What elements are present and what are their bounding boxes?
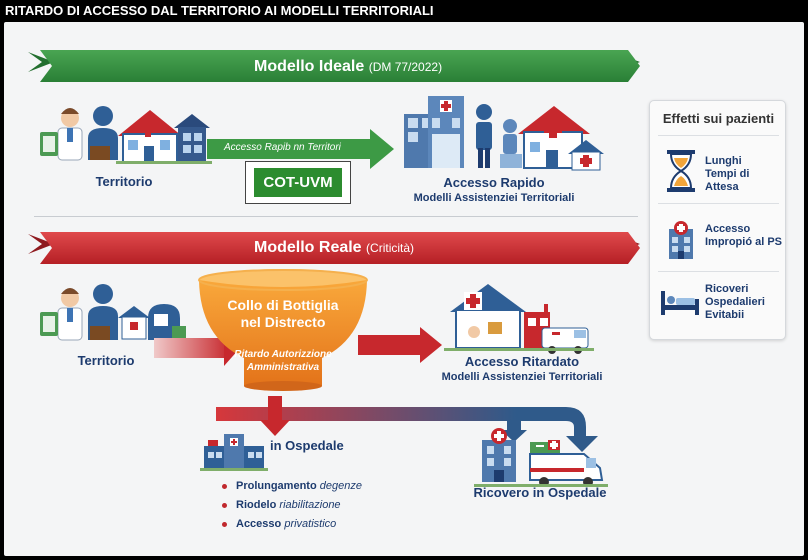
funnel-title-line1: Collo di Bottiglia xyxy=(227,297,339,313)
doctor-icon xyxy=(40,108,83,161)
real-dest-title: Accesso Ritardato xyxy=(464,354,580,369)
hospital-bed-icon xyxy=(661,291,699,315)
effect-line: Tempi di Attesa xyxy=(705,168,750,193)
small-hospital-icon xyxy=(200,434,268,471)
real-territorio-label: Territorio xyxy=(77,353,135,368)
patient-icon xyxy=(88,106,118,160)
ideal-dest-title: Accesso Rapido xyxy=(443,175,545,190)
in-ospedale-label: in Ospedale xyxy=(270,438,344,453)
infographic-artwork xyxy=(28,50,640,487)
effect-item-ps: Accesso Impropió al PS xyxy=(705,223,782,249)
ideal-banner-title: Modello Ideale (DM 77/2022) xyxy=(254,58,442,76)
funnel-subtitle-line1: Ritardo Autorizzione xyxy=(234,349,332,360)
funnel-subtitle-line2: Amministrativa xyxy=(246,362,320,373)
ideal-arrow-label: Accesso Rapib nn Territori xyxy=(224,142,341,153)
house-cross-icon xyxy=(518,106,604,171)
real-dest-subtitle: Modelli Assistenziei Territoriali xyxy=(441,371,603,383)
ideal-dest-subtitle: Modelli Assistenziei Territoriali xyxy=(413,192,575,204)
bullet-text: Accesso xyxy=(236,518,282,530)
effect-line: Evitabii xyxy=(705,309,745,321)
ideal-territorio-label: Territorio xyxy=(95,174,153,189)
house-ambulance-icon xyxy=(444,284,594,354)
page-title: RITARDO DI ACCESSO DAL TERRITORIO AI MOD… xyxy=(0,0,808,22)
patient-icon xyxy=(88,284,118,340)
list-item: Prolungamento degenze xyxy=(222,480,362,499)
funnel-subtitle: Ritardo Autorizzione Amministrativa xyxy=(218,348,348,374)
funnel-title-line2: nel Distrecto xyxy=(240,314,326,330)
doctor-icon xyxy=(40,288,83,341)
hospital-icon xyxy=(669,221,693,259)
bullet-text: Prolungamento xyxy=(236,480,317,492)
ideal-banner-label: Modello Ideale xyxy=(254,58,365,75)
real-banner-title: Modello Reale (Criticità) xyxy=(254,239,414,257)
bullet-emphasis: degenze xyxy=(319,480,362,492)
house-icon xyxy=(116,110,212,164)
effects-title: Effetti sui pazienti xyxy=(662,111,775,126)
effects-panel: Effetti sui pazienti Lunghi Tempi di Att… xyxy=(649,100,786,340)
hospital-flow-arrows xyxy=(216,396,598,452)
ideal-banner-subtitle: (DM 77/2022) xyxy=(368,60,443,74)
effect-item-waiting: Lunghi Tempi di Attesa xyxy=(705,155,785,194)
hospital-ambulance-icon xyxy=(474,428,608,487)
ricovero-label: Ricovero in Ospedale xyxy=(473,485,607,500)
delayed-access-arrow xyxy=(358,327,442,363)
bullet-emphasis: riabilitazione xyxy=(279,499,341,511)
bullet-text: Riodelo xyxy=(236,499,277,511)
small-house-icon xyxy=(118,304,186,340)
panel-divider xyxy=(658,271,779,272)
bottleneck-funnel xyxy=(198,269,368,391)
cot-uvm-box: COT-UVM xyxy=(245,161,351,204)
caregiver-elderly-icon xyxy=(476,104,522,168)
effect-line: Ospedalieri xyxy=(705,296,765,308)
consequences-list: Prolungamento degenze Riodelo riabilitaz… xyxy=(222,480,362,537)
effect-line: Accesso xyxy=(705,223,751,235)
effect-line: Impropió al PS xyxy=(705,236,783,248)
panel-divider xyxy=(658,135,779,136)
infographic-canvas: Modello Ideale (DM 77/2022) Territorio A… xyxy=(4,22,804,556)
effect-line: Lunghi xyxy=(705,155,742,167)
section-divider xyxy=(34,216,638,217)
real-banner-subtitle: (Criticità) xyxy=(366,241,415,255)
real-banner-label: Modello Reale xyxy=(254,239,362,256)
ideal-access-arrow xyxy=(207,129,394,169)
real-banner xyxy=(28,232,640,264)
effect-line: Ricoveri xyxy=(705,283,749,295)
list-item: Accesso privatistico xyxy=(222,518,362,537)
bullet-emphasis: privatistico xyxy=(284,518,337,530)
hourglass-icon xyxy=(667,150,695,192)
hospital-building-icon xyxy=(404,96,464,168)
effect-item-ricoveri: Ricoveri Ospedalieri Evitabii xyxy=(705,283,765,322)
ideal-banner xyxy=(28,50,640,82)
funnel-title: Collo di Bottiglia nel Distrecto xyxy=(218,297,348,331)
list-item: Riodelo riabilitazione xyxy=(222,499,362,518)
cot-uvm-label: COT-UVM xyxy=(254,168,342,197)
panel-divider xyxy=(658,203,779,204)
